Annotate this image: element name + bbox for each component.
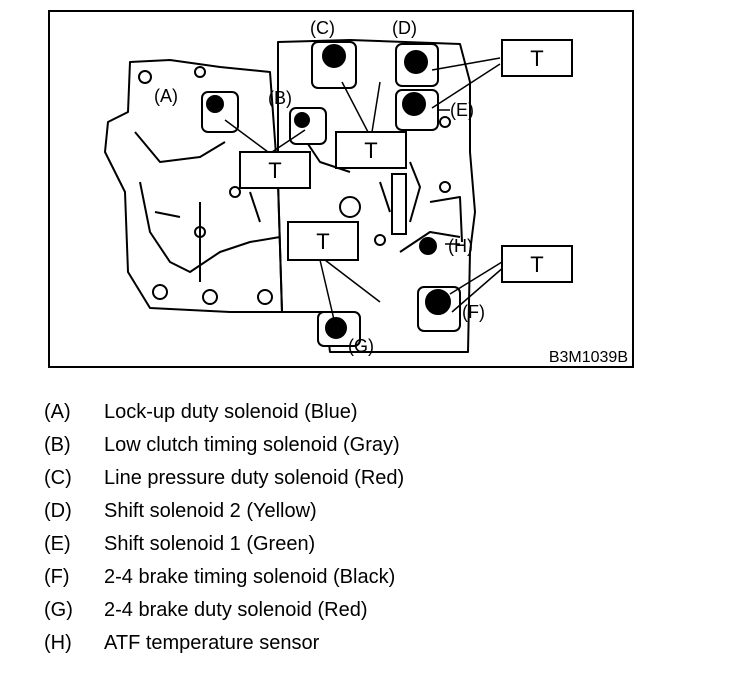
leader-lines-t-top-right	[431, 57, 501, 109]
bolt-hole	[257, 289, 273, 305]
bolt-hole	[138, 70, 152, 84]
valve-body-right-outline	[277, 39, 476, 353]
leader-lines-t-center	[341, 81, 381, 133]
bolt-hole	[339, 196, 361, 218]
legend-key: (G)	[44, 599, 73, 621]
t-label: T	[364, 138, 377, 163]
leader-lines-t-left	[224, 119, 306, 153]
solenoid-b-body	[289, 107, 327, 145]
valve-body-channels-right	[299, 131, 463, 253]
legend-item: (F) 2-4 brake timing solenoid (Black)	[44, 561, 704, 594]
legend-desc: Shift solenoid 1 (Green)	[104, 533, 316, 555]
t-box-center	[335, 131, 407, 169]
callout-c: (C)	[310, 18, 335, 38]
solenoid-a-top	[206, 95, 224, 113]
t-label: T	[268, 158, 281, 183]
legend-key: (E)	[44, 533, 71, 555]
legend-key: (F)	[44, 566, 70, 588]
legend-desc: ATF temperature sensor	[104, 632, 320, 654]
callout-d: (D)	[392, 18, 417, 38]
bolt-hole	[374, 234, 386, 246]
atf-sensor-body	[391, 173, 407, 235]
bolt-hole	[194, 66, 206, 78]
legend-key: (B)	[44, 434, 71, 456]
callout-g: (G)	[348, 336, 374, 356]
atf-sensor-head	[419, 237, 437, 255]
leader-lines-t-lower-right	[449, 261, 506, 313]
legend-desc: Line pressure duty solenoid (Red)	[104, 467, 405, 489]
solenoid-b-top	[294, 112, 310, 128]
t-label: T	[316, 229, 329, 254]
legend-item: (H) ATF temperature sensor	[44, 627, 704, 660]
valve-body-figure: T T T T T (A) (B) (C) (D) (E) (F) (G) (H…	[48, 10, 634, 368]
legend-key: (H)	[44, 632, 72, 654]
valve-body-drawing: T T T T T (A) (B) (C) (D) (E) (F) (G) (H…	[104, 18, 628, 366]
t-box-lower-center	[287, 221, 359, 261]
bolt-hole	[202, 289, 218, 305]
t-box-top-right	[501, 39, 573, 77]
legend: (A) Lock-up duty solenoid (Blue) (B) Low…	[44, 396, 704, 660]
solenoid-c-top	[322, 44, 346, 68]
t-box-left	[239, 151, 311, 189]
solenoid-e-top	[402, 92, 426, 116]
legend-desc: Shift solenoid 2 (Yellow)	[104, 500, 317, 522]
solenoid-f-top	[425, 289, 451, 315]
legend-item: (B) Low clutch timing solenoid (Gray)	[44, 429, 704, 462]
legend-key: (A)	[44, 401, 71, 423]
t-box-lower-right	[501, 245, 573, 283]
solenoid-g-top	[325, 317, 347, 339]
t-label: T	[530, 46, 543, 71]
t-label: T	[530, 252, 543, 277]
valve-body-channels-left	[134, 131, 281, 282]
legend-item: (D) Shift solenoid 2 (Yellow)	[44, 495, 704, 528]
valve-body-left-outline	[104, 59, 283, 313]
bolt-hole	[229, 186, 241, 198]
solenoid-d-top	[404, 50, 428, 74]
callout-b: (B)	[268, 88, 292, 108]
callout-e: (E)	[450, 100, 474, 120]
legend-desc: Lock-up duty solenoid (Blue)	[104, 401, 358, 423]
legend-desc: Low clutch timing solenoid (Gray)	[104, 434, 400, 456]
bolt-hole	[194, 226, 206, 238]
bolt-hole	[152, 284, 168, 300]
legend-item: (G) 2-4 brake duty solenoid (Red)	[44, 594, 704, 627]
legend-key: (C)	[44, 467, 72, 489]
bolt-hole	[439, 116, 451, 128]
leader-lines-t-lower-center	[319, 259, 381, 325]
callout-h: (H)	[448, 236, 473, 256]
figure-code: B3M1039B	[549, 349, 628, 366]
legend-item: (A) Lock-up duty solenoid (Blue)	[44, 396, 704, 429]
legend-item: (C) Line pressure duty solenoid (Red)	[44, 462, 704, 495]
legend-item: (E) Shift solenoid 1 (Green)	[44, 528, 704, 561]
legend-desc: 2-4 brake duty solenoid (Red)	[104, 599, 368, 621]
legend-key: (D)	[44, 500, 72, 522]
legend-desc: 2-4 brake timing solenoid (Black)	[104, 566, 396, 588]
callout-a: (A)	[154, 86, 178, 106]
callout-f: (F)	[462, 302, 485, 322]
bolt-hole	[439, 181, 451, 193]
